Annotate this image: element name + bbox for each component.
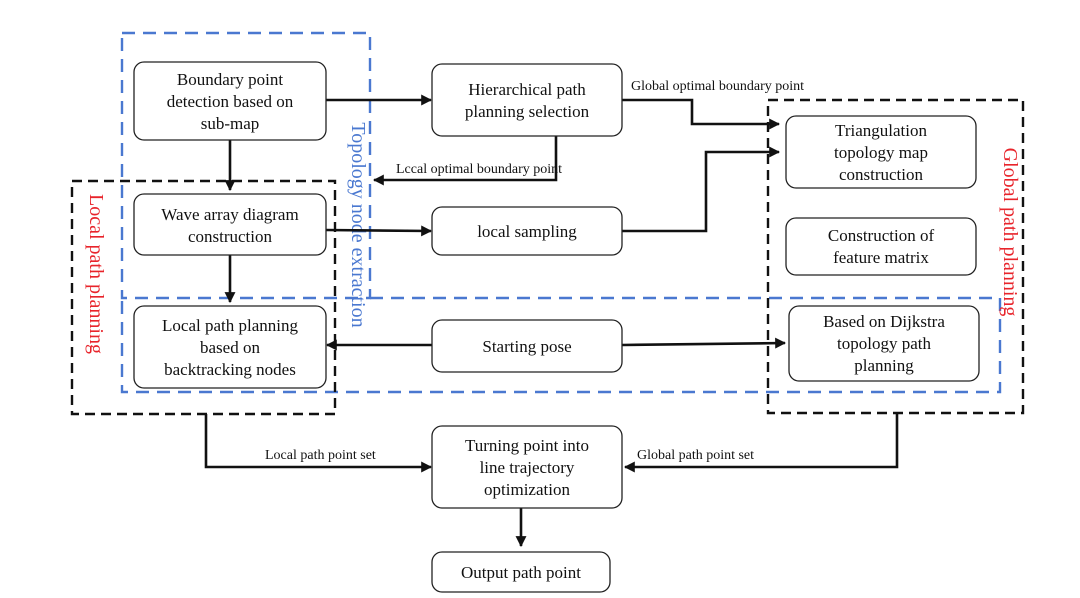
node-label-line: construction (188, 227, 273, 246)
svg-text:local sampling: local sampling (477, 222, 577, 241)
node-label-line: Starting pose (482, 337, 571, 356)
global-region-label: Global path planning (999, 148, 1021, 317)
node-output: Output path point (431, 551, 611, 593)
node-starting-pose: Starting pose (431, 319, 623, 373)
node-feature-matrix: Construction of feature matrix (785, 217, 977, 276)
edge-label-global-optimal: Global optimal boundary point (631, 79, 804, 94)
node-label-line: sub-map (201, 114, 260, 133)
node-label-line: detection based on (167, 92, 294, 111)
node-label-line: Boundary point (177, 70, 284, 89)
node-label-line: Triangulation (835, 121, 927, 140)
node-label-line: optimization (484, 480, 570, 499)
local-region-label: Local path planning (85, 194, 107, 354)
node-label-line: feature matrix (833, 248, 929, 267)
node-wave-array: Wave array diagram construction (133, 193, 327, 256)
local-region-frame (70, 179, 337, 416)
node-local-path-planning: Local path planning based on backtracking … (133, 305, 327, 389)
node-boundary-detection: Boundary point detection based on sub-map (133, 61, 327, 141)
node-label-line: Wave array diagram (161, 205, 298, 224)
topology-region-label: Topology node extraction (347, 122, 369, 327)
node-label-line: topology map (834, 143, 928, 162)
node-label-line: line trajectory (480, 458, 575, 477)
edge-global-to-turning (623, 413, 899, 473)
node-label-line: Hierarchical path (468, 80, 586, 99)
topology-region-frame-extension (120, 296, 1002, 394)
node-label-line: Construction of (828, 226, 935, 245)
node-label-line: planning selection (465, 102, 590, 121)
node-label-line: topology path (837, 334, 931, 353)
edge-label-global-set: Global path point set (637, 448, 754, 463)
node-label-line: local sampling (477, 222, 577, 241)
node-triangulation: Triangulation topology map construction (785, 115, 977, 189)
svg-text:Output path point: Output path point (461, 563, 581, 582)
edge-hierarchical-to-triangulation (622, 98, 781, 130)
edge-hierarchical-to-local-optimal (372, 136, 558, 186)
node-label-line: backtracking nodes (164, 360, 296, 379)
edge-label-local-optimal: Lccal optimal boundary point (396, 162, 562, 177)
edge-wave-to-sampling (325, 225, 433, 237)
edge-starting-to-dijkstra (621, 337, 787, 349)
svg-text:Starting pose: Starting pose (482, 337, 571, 356)
topology-region-frame (120, 31, 372, 300)
node-local-sampling: local sampling (431, 206, 623, 256)
node-label-line: construction (839, 165, 924, 184)
edge-label-local-set: Local path point set (265, 448, 376, 463)
node-turning-point: Turning point into line trajectory optimiz… (431, 425, 623, 509)
node-label-line: Local path planning (162, 316, 298, 335)
node-label-line: based on (200, 338, 260, 357)
node-dijkstra: Based on Dijkstra topology path planning (788, 305, 980, 382)
edge-sampling-to-triangulation (622, 146, 781, 233)
node-hierarchical-selection: Hierarchical path planning selection (431, 63, 623, 137)
global-region-frame (766, 98, 1025, 415)
node-label-line: Output path point (461, 563, 581, 582)
node-label-line: Based on Dijkstra (823, 312, 945, 331)
node-label-line: planning (854, 356, 914, 375)
node-label-line: Turning point into (465, 436, 589, 455)
edge-local-to-turning (204, 414, 433, 473)
